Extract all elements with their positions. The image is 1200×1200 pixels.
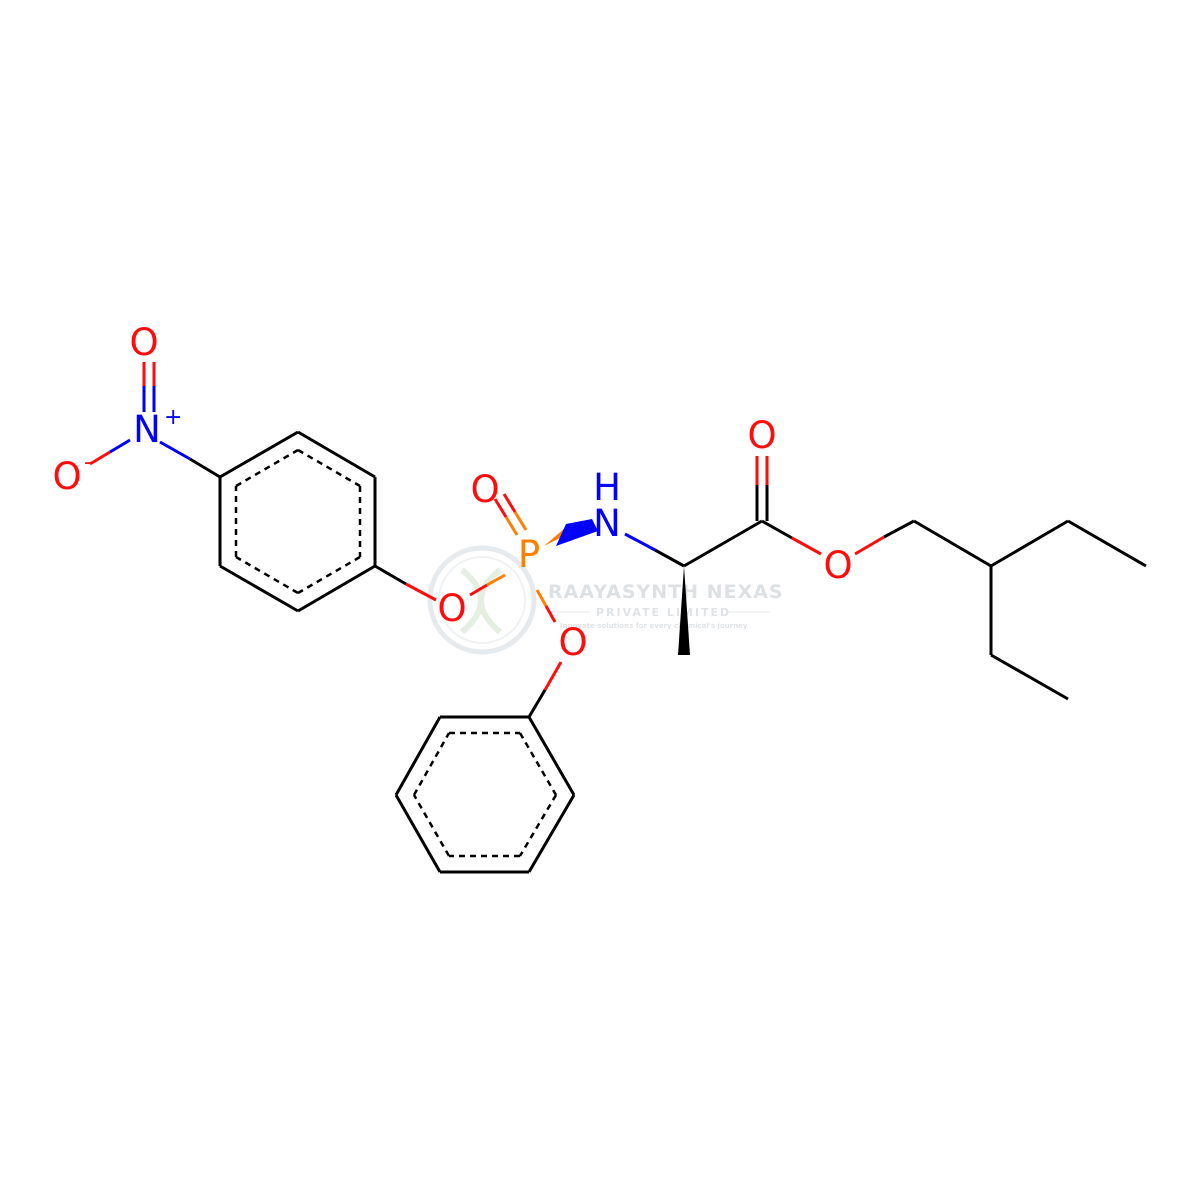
nitrophenyl-ring xyxy=(218,430,377,613)
bond-o-p xyxy=(469,583,488,597)
atom-carbonyl-o: O xyxy=(747,414,776,457)
watermark-logo-inner xyxy=(438,556,526,644)
atom-nitro-o-left: O xyxy=(52,455,81,498)
bond-p-oxo xyxy=(504,516,519,536)
bond-p-oxo xyxy=(513,511,528,531)
bond-n-o-single xyxy=(109,438,131,454)
charge-nitro-n: + xyxy=(164,405,182,430)
aromatic-inner-dashes xyxy=(412,731,558,858)
watermark: RAAYASYNTH NEXAS PRIVATE LIMITED Innovat… xyxy=(427,545,784,655)
bond-ring-n xyxy=(159,440,191,461)
atom-nitro-o-top: O xyxy=(129,321,158,364)
bond-p-oxo xyxy=(493,498,508,518)
phenyl-ring xyxy=(394,715,576,874)
aromatic-inner-dashes xyxy=(234,448,362,595)
atom-nitro-n: N xyxy=(133,408,161,451)
bond-ethyl2 xyxy=(990,653,1069,701)
ester-bonds xyxy=(624,456,1147,701)
watermark-logo-outer xyxy=(427,545,537,655)
bond-ch-ethyl xyxy=(990,519,1069,568)
bond-o-p xyxy=(486,573,506,587)
atom-p-oxo: O xyxy=(470,468,499,511)
wedge-ca-methyl xyxy=(678,566,690,655)
bond xyxy=(297,564,376,613)
atom-p: P xyxy=(518,533,540,576)
bond-n-ca xyxy=(654,548,685,568)
charge-nitro-o: - xyxy=(84,450,92,475)
atom-nh-h: H xyxy=(593,466,621,509)
bond-ch2-ch xyxy=(913,519,992,568)
bond-c-o-ester xyxy=(761,519,793,540)
atom-ester-o: O xyxy=(823,544,852,587)
watermark-company: RAAYASYNTH NEXAS xyxy=(548,581,784,603)
bond xyxy=(394,794,442,873)
bond xyxy=(219,430,299,479)
bond-ring-o xyxy=(405,582,437,602)
bond-ca-c xyxy=(683,519,763,568)
nitro-bonds xyxy=(89,362,221,479)
bond-ring-o xyxy=(374,564,407,586)
atom-nh-n: N xyxy=(593,502,621,545)
watermark-subtitle: PRIVATE LIMITED xyxy=(596,606,731,619)
bond-ring-n xyxy=(189,457,221,479)
bond xyxy=(527,794,576,873)
bond-o-ch2 xyxy=(883,519,915,539)
bond xyxy=(219,564,299,613)
wedge-p-n xyxy=(544,528,568,546)
bond-o-phenyl xyxy=(543,661,563,691)
bond-p-oxo xyxy=(502,493,517,513)
phosphoramidate-bonds xyxy=(374,493,563,718)
bond-n-ca xyxy=(624,532,656,552)
watermark-tagline: Innovate solutions for every chemical's … xyxy=(560,622,748,630)
bond-o-ch2 xyxy=(854,535,885,556)
bond-p-o-phenyl xyxy=(544,605,557,623)
atom-aryl-o: O xyxy=(437,587,466,630)
bond xyxy=(394,716,442,796)
bond-ethyl xyxy=(1067,519,1147,568)
bond-p-o-phenyl xyxy=(535,589,548,607)
atom-phenyl-o: O xyxy=(558,621,587,664)
bond-c-o-ester xyxy=(791,536,822,556)
wedge-p-n xyxy=(556,519,598,546)
bond xyxy=(527,716,576,796)
bond-o-phenyl xyxy=(527,689,547,718)
bond xyxy=(297,430,376,479)
bond-n-o-single xyxy=(89,450,111,466)
watermark-logo-helix xyxy=(460,567,502,635)
